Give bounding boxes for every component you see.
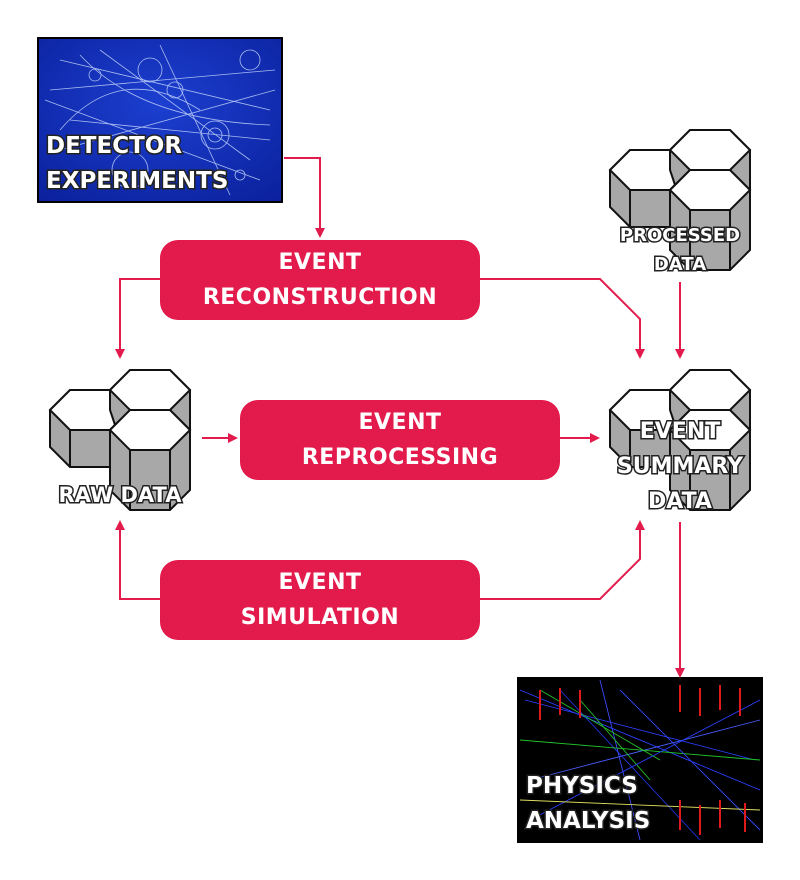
detector-label-line1: DETECTOR — [46, 133, 182, 159]
raw-data-label: RAW DATA — [59, 483, 183, 507]
event-summary-label-line2: SUMMARY — [617, 454, 744, 479]
arrow-simulation-to-raw — [115, 520, 160, 600]
event-reprocessing-box: EVENT REPROCESSING — [240, 400, 560, 480]
detector-experiments-image — [37, 37, 283, 203]
event-reconstruction-line1: EVENT — [278, 250, 362, 275]
arrow-simulation-to-summary — [480, 520, 645, 600]
event-simulation-line1: EVENT — [278, 570, 362, 595]
event-simulation-line2: SIMULATION — [240, 605, 400, 630]
processed-data-label-line2: DATA — [654, 254, 706, 275]
event-summary-label-line3: DATA — [648, 489, 712, 514]
event-reconstruction-line2: RECONSTRUCTION — [202, 285, 438, 310]
connectors — [115, 157, 685, 678]
raw-data-storage-icon — [48, 369, 192, 511]
event-summary-label-line1: EVENT — [640, 419, 721, 444]
physics-label-line2: ANALYSIS — [526, 808, 650, 834]
physics-label-line1: PHYSICS — [526, 773, 638, 799]
processed-data-storage-icon — [608, 129, 752, 271]
event-reprocessing-line1: EVENT — [358, 410, 442, 435]
processed-data-label-line1: PROCESSED — [620, 225, 740, 246]
event-summary-data-storage-icon — [608, 369, 752, 511]
physics-analysis-image — [517, 677, 763, 843]
event-reprocessing-line2: REPROCESSING — [301, 445, 499, 470]
event-simulation-box: EVENT SIMULATION — [160, 560, 480, 640]
arrow-detector-to-reconstruction — [284, 157, 325, 238]
detector-label-line2: EXPERIMENTS — [46, 168, 228, 194]
arrow-reconstruction-to-raw — [115, 278, 160, 359]
event-reconstruction-box: EVENT RECONSTRUCTION — [160, 240, 480, 320]
arrow-reconstruction-to-summary — [480, 278, 645, 359]
